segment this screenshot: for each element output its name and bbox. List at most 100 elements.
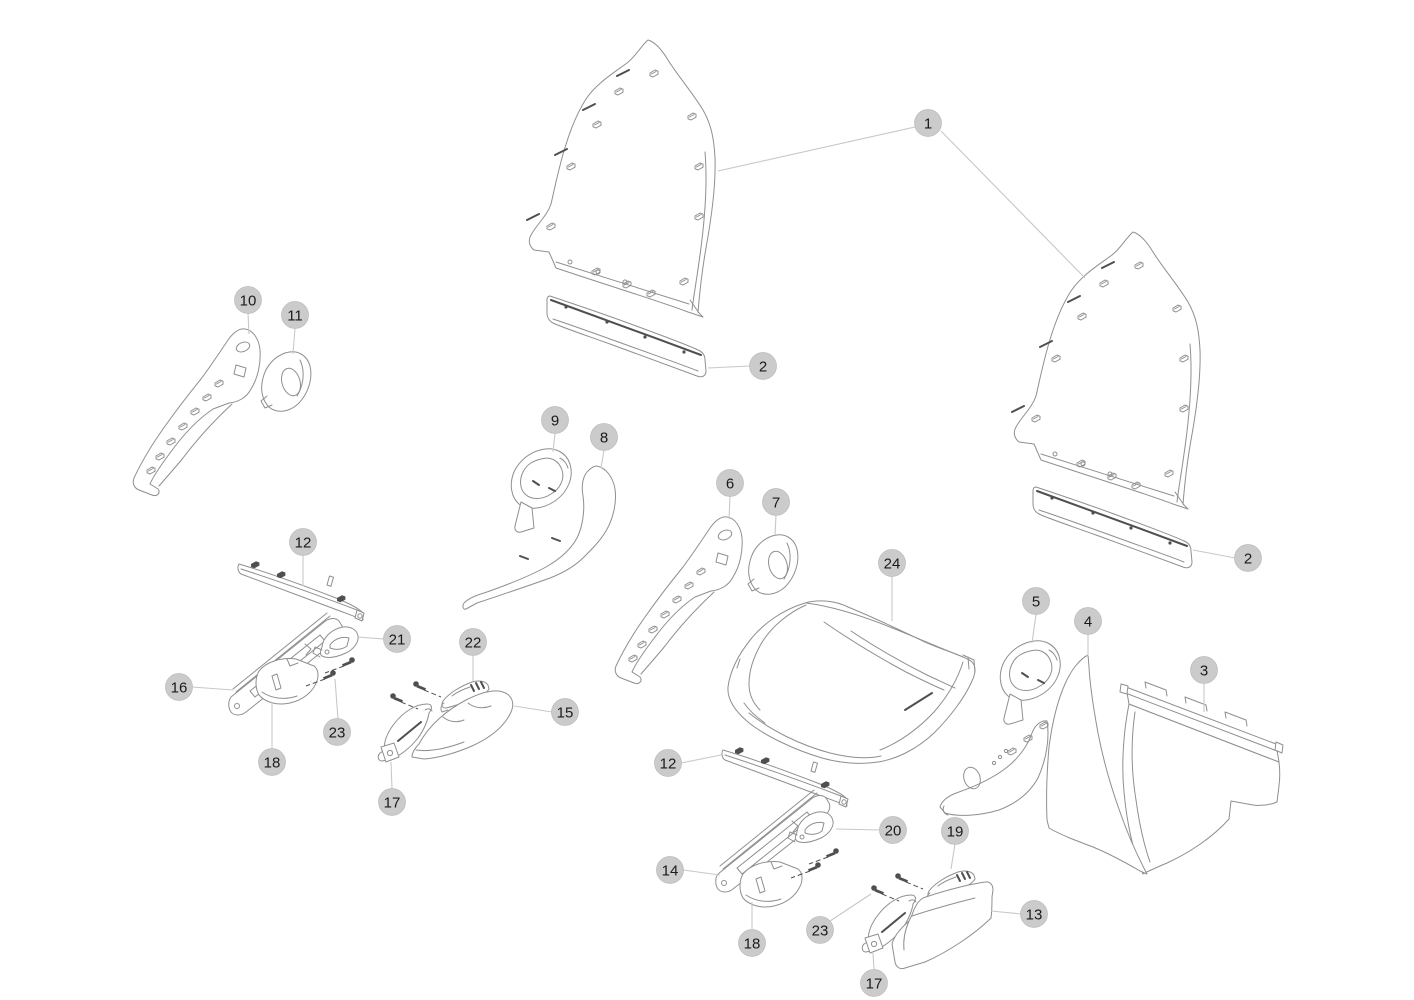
callout-5-bubble: [1022, 587, 1050, 615]
leader-line-callout-6: [728, 495, 731, 520]
callout-14: 14: [656, 856, 684, 884]
part-11-trim-cap: [260, 351, 312, 412]
leader-line-callout-2b: [1192, 549, 1236, 559]
leader-line-callout-21: [356, 636, 385, 640]
callout-18a-number: 18: [264, 754, 281, 771]
callout-18a-bubble: [258, 748, 286, 776]
callout-3-bubble: [1190, 656, 1218, 684]
leader-line-callout-2a: [707, 365, 751, 369]
callout-12b-number: 12: [660, 755, 677, 772]
callout-5: 5: [1022, 587, 1050, 615]
callout-2a: 2: [749, 352, 777, 380]
callout-23b-bubble: [806, 916, 834, 944]
part-3-rear-shield-panel: [1119, 681, 1284, 875]
callout-7: 7: [762, 488, 790, 516]
callout-13-number: 13: [1026, 906, 1043, 923]
part-15-side-cover: [411, 690, 514, 760]
callout-9: 9: [541, 406, 569, 434]
callout-9-number: 9: [551, 412, 559, 429]
callout-17a-bubble: [378, 788, 406, 816]
callout-23a-number: 23: [329, 724, 346, 741]
callout-16-number: 16: [171, 679, 188, 696]
leader-line-callout-14: [682, 869, 721, 876]
leader-line-callout-17a: [390, 761, 393, 790]
callout-12b: 12: [654, 749, 682, 777]
callout-24: 24: [878, 549, 906, 577]
callout-1-bubble: [914, 109, 942, 137]
leader-line-callout-10: [247, 312, 250, 335]
callout-24-bubble: [878, 549, 906, 577]
leader-line-callout-20: [835, 828, 881, 831]
callout-6: 6: [716, 469, 744, 497]
callout-23a: 23: [323, 718, 351, 746]
callout-14-number: 14: [662, 862, 679, 879]
part-23-screws-lower: [790, 848, 924, 902]
callout-2a-bubble: [749, 352, 777, 380]
callout-15-number: 15: [557, 704, 574, 721]
leader-line-callout-12b: [680, 754, 722, 764]
callout-21: 21: [383, 625, 411, 653]
callout-2b: 2: [1234, 544, 1262, 572]
callout-12b-bubble: [654, 749, 682, 777]
callout-2b-bubble: [1234, 544, 1262, 572]
callout-10-number: 10: [240, 292, 257, 309]
part-7-trim-cap: [747, 534, 799, 595]
callout-20-number: 20: [885, 822, 902, 839]
leader-line-callout-1: [717, 126, 916, 172]
leader-line-callout-5: [1031, 613, 1037, 644]
callout-4-bubble: [1074, 607, 1102, 635]
callout-23b: 23: [806, 916, 834, 944]
leader-line-callout-11: [292, 327, 296, 355]
leader-line-callout-1-1: [940, 130, 1086, 279]
callout-20: 20: [879, 816, 907, 844]
callout-20-bubble: [879, 816, 907, 844]
leader-line-callout-13: [990, 910, 1022, 915]
leader-line-callout-9: [552, 432, 556, 453]
leader-line-callout-23b: [829, 893, 872, 922]
part-4-side-blade-trim: [1046, 654, 1148, 875]
callout-6-bubble: [716, 469, 744, 497]
callout-6-number: 6: [726, 475, 734, 492]
callout-13-bubble: [1020, 900, 1048, 928]
callout-24-number: 24: [884, 555, 901, 572]
callout-8: 8: [590, 423, 618, 451]
callout-10-bubble: [234, 286, 262, 314]
callout-15-bubble: [551, 698, 579, 726]
leader-line-callout-7: [774, 514, 777, 536]
callout-22-bubble: [459, 628, 487, 656]
leader-line-callout-23a: [334, 678, 339, 720]
callout-11-bubble: [281, 301, 309, 329]
callout-23b-number: 23: [812, 922, 829, 939]
callout-19: 19: [941, 817, 969, 845]
callout-12a-bubble: [289, 528, 317, 556]
callout-22-number: 22: [465, 634, 482, 651]
callout-3: 3: [1190, 656, 1218, 684]
callout-2a-number: 2: [759, 358, 767, 375]
callout-15: 15: [551, 698, 579, 726]
part-10-side-trim-panel: [133, 329, 260, 496]
callout-8-bubble: [590, 423, 618, 451]
callout-17b-number: 17: [866, 975, 883, 992]
callout-21-bubble: [383, 625, 411, 653]
callout-18b-number: 18: [744, 935, 761, 952]
part-5-recline-handle: [999, 639, 1062, 726]
callout-18a: 18: [258, 748, 286, 776]
leader-line-callout-19: [950, 843, 956, 870]
callout-12a-number: 12: [295, 534, 312, 551]
callout-11: 11: [281, 301, 309, 329]
leader-line-callout-16: [191, 686, 234, 691]
callout-18b: 18: [738, 929, 766, 957]
callout-19-number: 19: [947, 823, 964, 840]
part-1-backrest-panel-left: [527, 40, 715, 317]
part-23-screws-left: [305, 657, 442, 710]
callout-1-number: 1: [924, 115, 932, 132]
callout-21-number: 21: [389, 631, 406, 648]
callout-17a: 17: [378, 788, 406, 816]
callout-22: 22: [459, 628, 487, 656]
callout-4: 4: [1074, 607, 1102, 635]
callout-7-bubble: [762, 488, 790, 516]
part-9-recline-handle: [510, 447, 573, 534]
callout-17b-bubble: [860, 969, 888, 997]
